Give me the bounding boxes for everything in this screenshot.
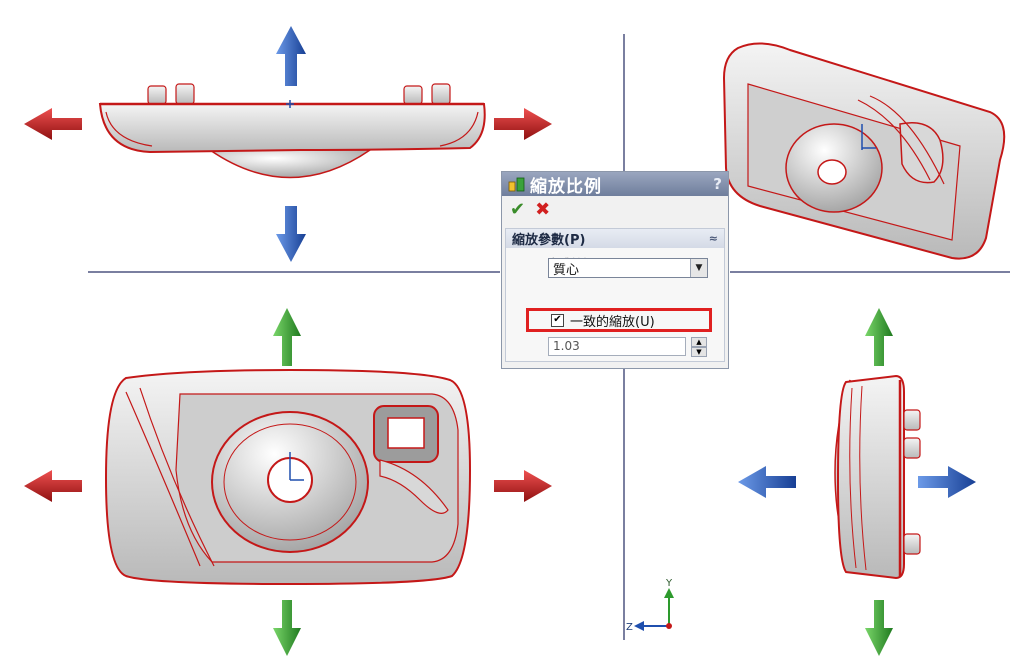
dropdown-arrow-icon[interactable]: ▼ — [690, 259, 707, 277]
arrow-up-green-side[interactable] — [865, 308, 893, 366]
relative-to-select[interactable]: 質心 ▼ — [548, 258, 708, 278]
uniform-scale-label: 一致的縮放(U) — [570, 314, 655, 330]
arrow-down-blue[interactable] — [276, 206, 306, 262]
spin-up-icon[interactable]: ▲ — [691, 337, 707, 347]
scale-factor-spinner[interactable]: ▲ ▼ — [691, 337, 707, 357]
scale-feature-icon — [508, 177, 525, 192]
spin-down-icon[interactable]: ▼ — [691, 347, 707, 357]
part-isometric-view[interactable] — [722, 42, 1006, 260]
part-top-view[interactable] — [98, 83, 486, 179]
scale-dialog: 縮放比例 ? ✔ ✖ 縮放參數(P) ≈ 相對於(S): 質心 ▼ ✔ 一致的縮… — [501, 171, 729, 369]
arrow-right-red[interactable] — [494, 108, 552, 140]
uniform-scale-checkbox[interactable]: ✔ — [551, 313, 564, 327]
arrow-down-green-front[interactable] — [273, 600, 301, 656]
uniform-scale-highlight: ✔ 一致的縮放(U) — [526, 308, 712, 332]
ok-check-icon[interactable]: ✔ — [510, 199, 526, 220]
arrow-right-red-front[interactable] — [494, 470, 552, 502]
help-icon[interactable]: ? — [713, 175, 722, 193]
centroid-marker-iso — [861, 124, 876, 150]
part-front-view[interactable] — [104, 368, 472, 586]
relative-to-value: 質心 — [553, 262, 580, 278]
triad-y-label: Y — [665, 578, 673, 589]
centroid-marker-front — [289, 452, 304, 481]
dialog-titlebar: 縮放比例 ? — [502, 172, 728, 197]
centroid-marker — [286, 100, 294, 108]
group-title: 縮放參數(P) — [512, 233, 586, 248]
arrow-left-red[interactable] — [24, 108, 82, 140]
collapse-chevron-icon[interactable]: ≈ — [708, 232, 718, 245]
group-header[interactable]: 縮放參數(P) ≈ — [506, 229, 724, 248]
scale-factor-input[interactable]: 1.03 — [548, 337, 686, 356]
arrow-left-red-front[interactable] — [24, 470, 82, 502]
arrow-up-green-front[interactable] — [273, 308, 301, 366]
arrow-up-blue[interactable] — [276, 26, 306, 86]
dialog-title: 縮放比例 — [530, 176, 602, 197]
arrow-left-blue-side[interactable] — [738, 466, 796, 498]
arrow-right-blue-side[interactable] — [918, 466, 976, 498]
cancel-x-icon[interactable]: ✖ — [535, 199, 551, 220]
triad-z-label: Z — [626, 622, 633, 633]
arrow-down-green-side[interactable] — [865, 600, 893, 656]
part-side-view[interactable] — [834, 374, 921, 580]
coordinate-triad: Y Z — [626, 578, 674, 633]
dialog-actions: ✔ ✖ — [502, 196, 728, 224]
